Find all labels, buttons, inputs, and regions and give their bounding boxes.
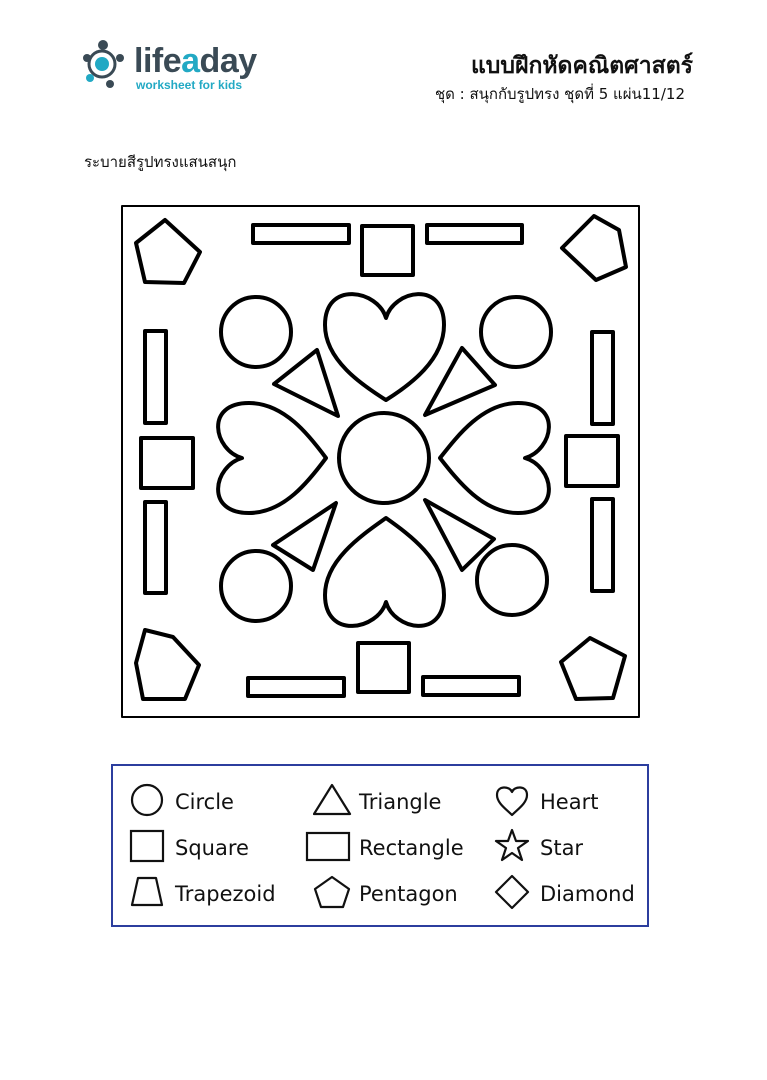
legend-label: Rectangle bbox=[359, 836, 464, 860]
legend-item-star: Star bbox=[494, 828, 644, 868]
circle-shape[interactable] bbox=[219, 295, 293, 369]
circle-shape[interactable] bbox=[479, 295, 553, 369]
legend-item-circle: Circle bbox=[129, 782, 299, 822]
center-circle-shape[interactable] bbox=[337, 411, 431, 505]
square-shape[interactable] bbox=[139, 436, 195, 490]
diamond-icon bbox=[494, 874, 530, 910]
legend-label: Square bbox=[175, 836, 249, 860]
square-shape[interactable] bbox=[356, 641, 411, 694]
triangle-icon bbox=[313, 783, 352, 816]
instruction-text: ระบายสีรูปทรงแสนสนุก bbox=[84, 153, 237, 171]
triangle-shape[interactable] bbox=[423, 346, 497, 417]
rectangle-shape[interactable] bbox=[425, 223, 524, 245]
logo-tagline: worksheet for kids bbox=[136, 78, 243, 92]
pentagon-shape[interactable] bbox=[560, 214, 628, 282]
rectangle-shape[interactable] bbox=[590, 330, 615, 426]
triangle-shape[interactable] bbox=[272, 348, 340, 418]
legend-item-rectangle: Rectangle bbox=[305, 828, 495, 868]
worksheet-subtitle: ชุด : สนุกกับรูปทรง ชุดที่ 5 แผ่น11/12 bbox=[434, 85, 685, 103]
pentagon-shape[interactable] bbox=[134, 218, 202, 285]
trapezoid-icon bbox=[130, 876, 164, 907]
legend-item-diamond: Diamond bbox=[494, 874, 646, 914]
heart-shape[interactable] bbox=[323, 516, 446, 628]
heart-shape[interactable] bbox=[216, 401, 328, 515]
shape-legend: Circle Triangle Heart Square Rectangle S… bbox=[111, 764, 649, 927]
circle-shape[interactable] bbox=[475, 543, 549, 617]
coloring-artwork bbox=[121, 205, 640, 718]
circle-icon bbox=[130, 783, 164, 817]
legend-item-trapezoid: Trapezoid bbox=[129, 874, 299, 914]
legend-label: Heart bbox=[540, 790, 599, 814]
triangle-shape[interactable] bbox=[271, 501, 338, 572]
square-shape[interactable] bbox=[564, 434, 620, 488]
heart-shape[interactable] bbox=[323, 292, 446, 402]
legend-label: Trapezoid bbox=[175, 882, 276, 906]
legend-label: Pentagon bbox=[359, 882, 458, 906]
rectangle-shape[interactable] bbox=[143, 329, 168, 425]
rectangle-shape[interactable] bbox=[246, 676, 346, 698]
legend-label: Diamond bbox=[540, 882, 635, 906]
rectangle-icon bbox=[305, 831, 351, 862]
legend-item-pentagon: Pentagon bbox=[313, 874, 493, 914]
rectangle-shape[interactable] bbox=[421, 675, 521, 697]
square-icon bbox=[129, 829, 165, 863]
star-icon bbox=[494, 828, 530, 862]
lifeaday-logo: lifeaday worksheet for kids bbox=[82, 38, 282, 94]
legend-item-heart: Heart bbox=[494, 782, 644, 822]
logo-wordmark: lifeaday bbox=[134, 42, 257, 80]
heart-shape[interactable] bbox=[438, 401, 551, 515]
legend-label: Circle bbox=[175, 790, 234, 814]
logo-molecule-icon bbox=[83, 40, 124, 88]
pentagon-shape[interactable] bbox=[134, 628, 201, 701]
rectangle-shape[interactable] bbox=[251, 223, 351, 245]
rectangle-shape[interactable] bbox=[143, 500, 168, 595]
worksheet-title: แบบฝึกหัดคณิตศาสตร์ bbox=[470, 53, 693, 79]
pentagon-icon bbox=[313, 875, 351, 909]
legend-label: Star bbox=[540, 836, 584, 860]
pentagon-shape[interactable] bbox=[559, 636, 627, 701]
legend-item-triangle: Triangle bbox=[313, 782, 483, 822]
legend-label: Triangle bbox=[359, 790, 442, 814]
square-shape[interactable] bbox=[360, 224, 415, 277]
heart-icon bbox=[495, 786, 529, 817]
circle-shape[interactable] bbox=[219, 549, 293, 623]
legend-item-square: Square bbox=[129, 828, 299, 868]
rectangle-shape[interactable] bbox=[590, 497, 615, 593]
triangle-shape[interactable] bbox=[423, 498, 496, 572]
